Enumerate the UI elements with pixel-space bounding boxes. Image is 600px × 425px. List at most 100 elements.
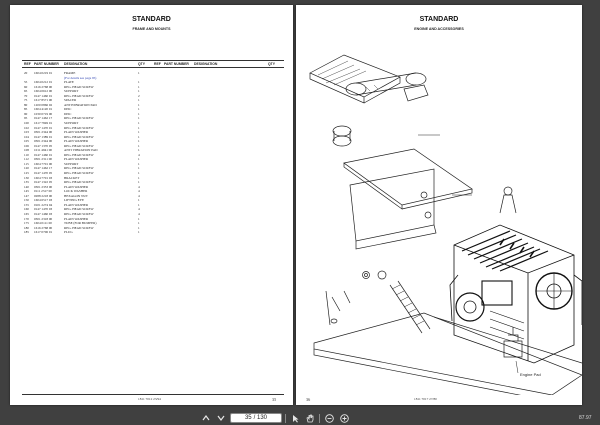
ref-cell: 147 — [24, 193, 29, 198]
designation-cell: DISC — [64, 107, 72, 112]
part-number-cell: 1604 7701 03 — [34, 175, 53, 180]
designation-cell: HEXAGON NUT — [64, 193, 88, 198]
total-pages: / 130 — [253, 415, 268, 421]
ref-cell: 102 — [24, 125, 29, 130]
ref-cell: 185 — [24, 230, 29, 235]
page-number-field[interactable]: 35 / 130 — [230, 413, 282, 423]
qty-cell: 4 — [138, 207, 140, 212]
part-number-cell: 1617 0706 01 — [34, 230, 53, 235]
qty-cell: 1 — [138, 111, 140, 116]
qty-cell: 1 — [138, 171, 140, 176]
ref-cell: 20 — [24, 71, 28, 75]
qty-cell: 2 — [138, 93, 140, 98]
col-header-designation-2: DESIGNATION — [194, 62, 218, 66]
designation-cell: LOCK WASHER — [64, 189, 88, 194]
doc-code: 1811 7017 27/80 — [414, 397, 437, 401]
designation-cell: DISC — [64, 111, 72, 116]
ref-cell: 105 — [24, 139, 29, 144]
zoom-out-icon[interactable] — [323, 413, 335, 423]
hand-tool-icon[interactable] — [304, 413, 316, 423]
toolbar-divider — [319, 413, 320, 423]
part-number-cell: 0147 1370 05 — [34, 143, 53, 148]
ref-cell: 110 — [24, 152, 29, 157]
zoom-in-icon[interactable] — [338, 413, 350, 423]
designation-cell: PLAIN WASHER — [64, 130, 89, 135]
chevron-down-icon[interactable] — [215, 413, 227, 423]
designation-cell: REG. HEAD SCREW — [64, 211, 94, 216]
col-header-designation: DESIGNATION — [64, 62, 88, 66]
part-number-cell: 1604 6517 03 — [34, 198, 53, 203]
ref-cell: 90 — [24, 111, 28, 116]
qty-cell: 1 — [138, 107, 140, 112]
page-navigation-toolbar: 35 / 130 — [200, 412, 410, 424]
qty-cell: 4 — [138, 189, 140, 194]
page-title: STANDARD — [132, 16, 171, 23]
designation-cell: REG. HEAD SCREW — [64, 225, 94, 230]
page-number: 36 — [306, 397, 311, 402]
qty-cell: 1 — [138, 139, 140, 144]
page-number: 35 — [272, 397, 277, 402]
ref-cell: 165 — [24, 211, 29, 216]
designation-cell: PLATE — [64, 80, 74, 85]
ref-cell: 106 — [24, 143, 29, 148]
designation-cell: REG. HEAD SCREW — [64, 125, 94, 130]
ref-cell: 125 — [24, 171, 29, 176]
designation-cell: REG. HEAD SCREW — [64, 207, 94, 212]
mounting-bracket — [349, 168, 435, 242]
table-row: (For details see page 95) — [22, 76, 152, 81]
engine-block — [449, 224, 582, 364]
part-number-cell: 1604 7701 00 — [34, 161, 53, 166]
qty-cell: 1 — [138, 216, 140, 221]
designation-cell: (For details see page 95) — [64, 75, 97, 80]
part-number-cell: 0301 2311 00 — [34, 157, 53, 162]
part-number-cell: 0147 1460 01 — [34, 152, 53, 157]
designation-cell: REG. HEAD SCREW — [64, 116, 94, 121]
ref-cell: 100 — [24, 121, 29, 126]
qty-cell: 1 — [138, 198, 140, 203]
chevron-up-icon[interactable] — [200, 413, 212, 423]
arrow-cursor-icon[interactable] — [289, 413, 301, 423]
doc-code: 1811 7012 23/94 — [138, 397, 161, 401]
part-number-cell: 1617 8571 00 — [34, 98, 53, 103]
part-number-cell: 1604 0212 01 — [34, 80, 53, 85]
part-number-cell: 0301 2353 00 — [34, 184, 53, 189]
ref-cell: 155 — [24, 202, 29, 207]
qty-cell: 1 — [138, 125, 140, 130]
pdf-page-left: STANDARD FRAME AND MOUNTS REF PART NUMBE… — [10, 5, 293, 405]
qty-cell: 1 — [138, 130, 140, 135]
part-number-cell: 0147 1462 17 — [34, 116, 53, 121]
part-number-cell: 1604 0111 00 — [34, 221, 52, 226]
part-number-cell: 0301 2318 00 — [34, 216, 53, 221]
part-number-cell: 0147 1460 03 — [34, 211, 53, 216]
designation-cell: SUPPORT — [64, 121, 79, 126]
qty-cell: 1 — [138, 166, 140, 171]
page-subtitle: FRAME AND MOUNTS — [132, 27, 171, 31]
ref-cell: 130 — [24, 175, 29, 180]
qty-cell: 1 — [138, 143, 140, 148]
part-number-cell: 0147 1322 05 — [34, 180, 53, 185]
engine-pad — [503, 340, 523, 358]
col-header-ref-2: REF — [154, 62, 161, 66]
ref-cell: 104 — [24, 134, 29, 139]
designation-cell: ANTIVIBRATION PAD — [64, 102, 97, 107]
page-subtitle: ENGINE AND ACCESSORIES — [414, 27, 464, 31]
zoom-level[interactable]: 87.97 — [579, 415, 592, 421]
qty-cell: 1 — [138, 134, 140, 139]
ref-cell: 170 — [24, 216, 29, 221]
current-page[interactable]: 35 — [244, 415, 252, 421]
part-number-cell: 0101 2274 04 — [34, 202, 53, 207]
designation-cell: REG. HEAD SCREW — [64, 171, 94, 176]
col-header-qty: QTY — [138, 62, 145, 66]
lifting-eye — [499, 194, 517, 214]
